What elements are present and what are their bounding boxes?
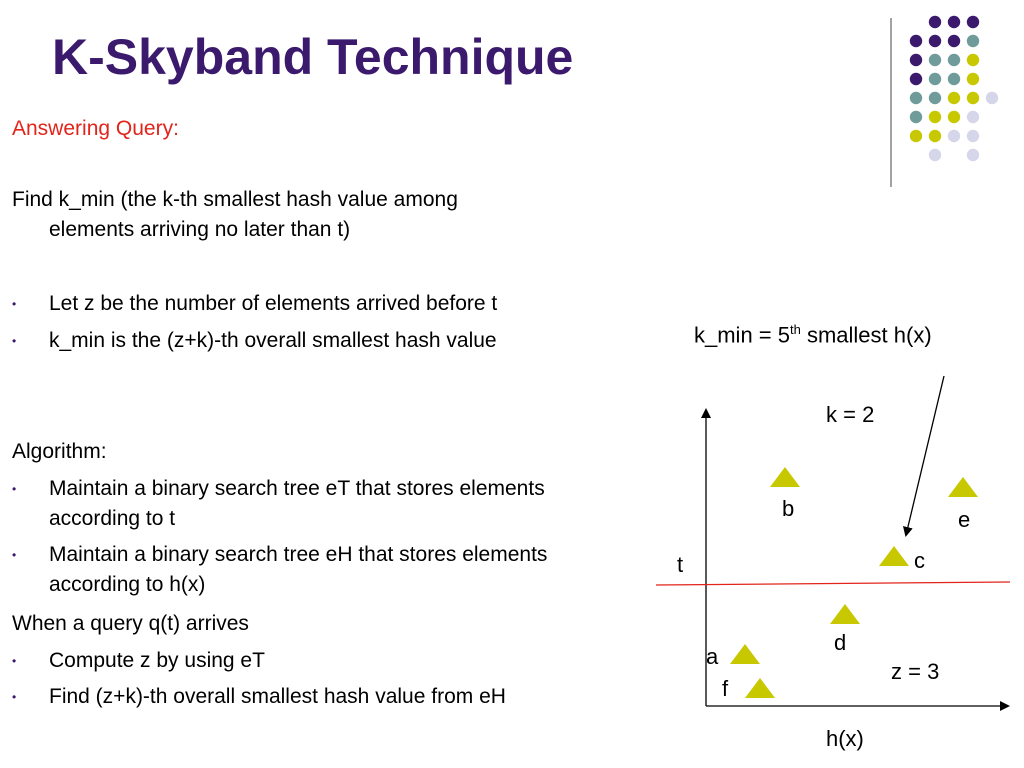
kmin-prefix: k_min = 5 xyxy=(694,322,790,348)
decorative-dot xyxy=(947,72,961,86)
bullet-text: Maintain a binary search tree eT that st… xyxy=(49,477,545,500)
point-e-label: e xyxy=(958,507,971,532)
kmin-superscript: th xyxy=(790,322,801,337)
kmin-label: k_min = 5th smallest h(x) xyxy=(694,322,932,348)
decorative-dot xyxy=(928,110,942,124)
decorative-dot xyxy=(928,15,942,29)
decorative-dot xyxy=(928,53,942,67)
k-value-label: k = 2 xyxy=(826,402,875,427)
decorative-dot xyxy=(909,34,923,48)
bullet-item: • Let z be the number of elements arrive… xyxy=(0,289,650,319)
decorative-dot xyxy=(947,129,961,143)
bullet-text-continued: according to t xyxy=(49,507,176,530)
bullet-icon: • xyxy=(12,334,17,348)
decorative-dot xyxy=(909,91,923,105)
point-b-label: b xyxy=(782,496,795,521)
find-kmin-line2: elements arriving no later than t) xyxy=(49,218,351,241)
point-d-label: d xyxy=(834,630,847,655)
decorative-dot xyxy=(966,129,980,143)
decorative-dot xyxy=(966,91,980,105)
decorative-dot xyxy=(985,91,999,105)
bullet-text: Let z be the number of elements arrived … xyxy=(49,292,498,315)
point-a-triangle xyxy=(730,644,760,664)
decorative-dot xyxy=(928,129,942,143)
bullet-text-continued: according to h(x) xyxy=(49,573,206,596)
bullet-item: • Maintain a binary search tree eH that … xyxy=(0,540,660,570)
decorative-dot xyxy=(966,72,980,86)
point-a-label: a xyxy=(706,644,719,669)
bullet-item: • Find (z+k)-th overall smallest hash va… xyxy=(0,682,650,712)
diagram-canvas xyxy=(655,375,1011,711)
decorative-dot-pattern xyxy=(890,15,999,187)
bullet-item: • Compute z by using eT xyxy=(0,646,650,676)
t-axis-label: t xyxy=(677,552,684,577)
bullet-text: k_min is the (z+k)-th overall smallest h… xyxy=(49,329,497,352)
decorative-dot xyxy=(909,110,923,124)
decorative-dot xyxy=(909,72,923,86)
decorative-dot xyxy=(928,91,942,105)
skyband-diagram: k_min = 5th smallest h(x) k = 2 b e c t … xyxy=(650,310,1024,768)
point-d-triangle xyxy=(830,604,860,624)
x-axis-label: h(x) xyxy=(826,726,864,751)
decorative-dot xyxy=(947,91,961,105)
point-b-triangle xyxy=(770,467,800,487)
algorithm-heading: Algorithm: xyxy=(12,440,107,463)
decorative-dot xyxy=(928,72,942,86)
point-c-triangle xyxy=(879,546,909,566)
when-query-line: When a query q(t) arrives xyxy=(12,612,249,635)
decorative-dot xyxy=(947,15,961,29)
bullet-text: Find (z+k)-th overall smallest hash valu… xyxy=(49,685,506,708)
decorative-dot xyxy=(966,110,980,124)
bullet-item: • Maintain a binary search tree eT that … xyxy=(0,474,660,504)
find-kmin-line1: Find k_min (the k-th smallest hash value… xyxy=(12,188,458,211)
point-f-triangle xyxy=(745,678,775,698)
bullet-icon: • xyxy=(12,654,17,668)
bullet-icon: • xyxy=(12,690,17,704)
bullet-text: Compute z by using eT xyxy=(49,649,265,672)
decorative-dot xyxy=(928,148,942,162)
z-value-label: z = 3 xyxy=(891,659,940,684)
kmin-suffix: smallest h(x) xyxy=(800,322,932,348)
point-f-label: f xyxy=(722,676,729,701)
bullet-icon: • xyxy=(12,482,17,496)
decorative-dot xyxy=(909,53,923,67)
kmin-pointer-arrow xyxy=(902,375,945,537)
decorative-dot xyxy=(966,53,980,67)
decorative-dot xyxy=(947,110,961,124)
bullet-icon: • xyxy=(12,297,17,311)
decorative-dot xyxy=(947,53,961,67)
decorative-dot xyxy=(909,129,923,143)
decorative-dot xyxy=(966,148,980,162)
t-threshold-line xyxy=(655,581,1011,586)
slide-title: K-Skyband Technique xyxy=(52,29,574,85)
point-e-triangle xyxy=(948,477,978,497)
bullet-icon: • xyxy=(12,548,17,562)
decorative-dot xyxy=(966,34,980,48)
answering-query-heading: Answering Query: xyxy=(12,117,179,140)
bullet-text: Maintain a binary search tree eH that st… xyxy=(49,543,548,566)
decorative-dot xyxy=(947,34,961,48)
bullet-item: • k_min is the (z+k)-th overall smallest… xyxy=(0,326,650,356)
decorative-dot xyxy=(928,34,942,48)
point-c-label: c xyxy=(914,548,925,573)
decorative-dot xyxy=(966,15,980,29)
